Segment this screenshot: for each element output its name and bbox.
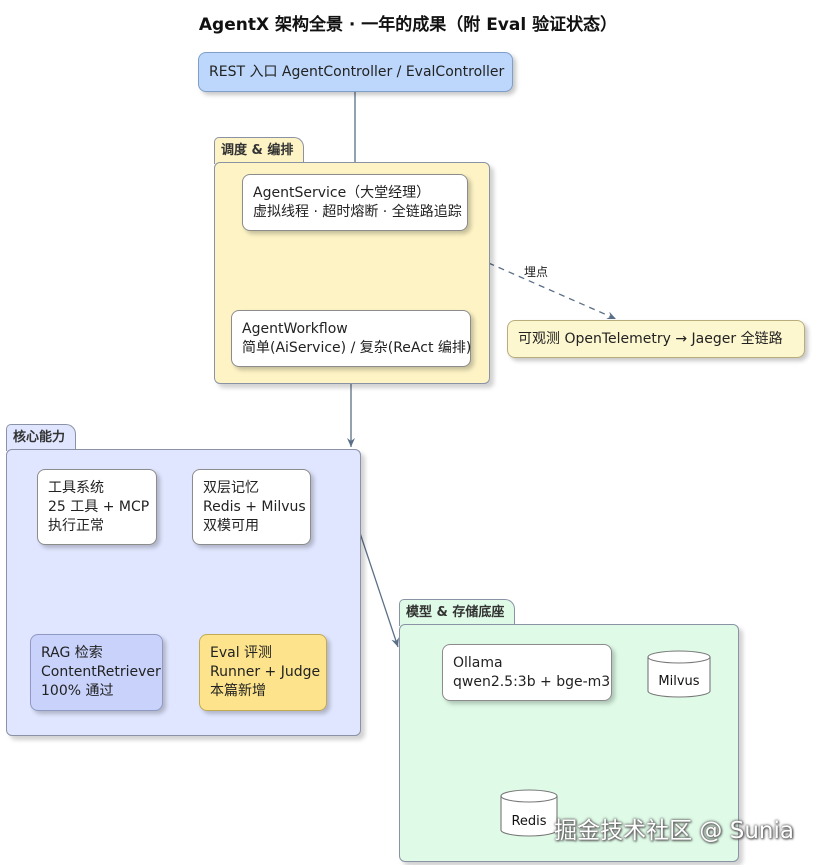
agentservice-desc: 虚拟线程 · 超时熔断 · 全链路追踪 <box>253 203 462 220</box>
agentservice-title: AgentService（大堂经理） <box>253 184 431 201</box>
milvus-database-icon <box>647 650 711 698</box>
edge-label-instrument: 埋点 <box>524 265 549 279</box>
core-package-tab: 核心能力 <box>6 424 77 451</box>
edge-core-to-storage <box>357 526 399 648</box>
redis-label: Redis <box>511 814 547 829</box>
memory-node: 双层记忆 Redis + Milvus 双模可用 <box>192 469 311 545</box>
agentworkflow-desc: 简单(AiService) / 复杂(ReAct 编排) <box>242 339 472 356</box>
observability-node: 可观测 OpenTelemetry → Jaeger 全链路 <box>507 320 805 358</box>
ollama-node: Ollama qwen2.5:3b + bge-m3 <box>442 644 612 701</box>
agentworkflow-title: AgentWorkflow <box>242 320 348 337</box>
rag-node: RAG 检索 ContentRetriever 100% 通过 <box>30 634 163 711</box>
rest-entry-label: REST 入口 AgentController / EvalController <box>209 63 505 80</box>
rest-entry-node: REST 入口 AgentController / EvalController <box>198 52 513 92</box>
agentservice-node: AgentService（大堂经理） 虚拟线程 · 超时熔断 · 全链路追踪 <box>242 174 468 231</box>
watermark: 掘金技术社区 @ Sunia <box>554 818 794 844</box>
milvus-label: Milvus <box>658 674 700 689</box>
tools-node: 工具系统 25 工具 + MCP 执行正常 <box>37 469 157 545</box>
observability-label: 可观测 OpenTelemetry → Jaeger 全链路 <box>518 330 783 347</box>
storage-package-tab: 模型 & 存储底座 <box>399 599 516 626</box>
redis-database-icon <box>500 789 558 837</box>
agentworkflow-node: AgentWorkflow 简单(AiService) / 复杂(ReAct 编… <box>231 310 471 367</box>
dispatch-package-tab: 调度 & 编排 <box>214 137 305 164</box>
eval-node: Eval 评测 Runner + Judge 本篇新增 <box>199 634 327 711</box>
diagram-title: AgentX 架构全景 · 一年的成果（附 Eval 验证状态） <box>198 15 618 35</box>
